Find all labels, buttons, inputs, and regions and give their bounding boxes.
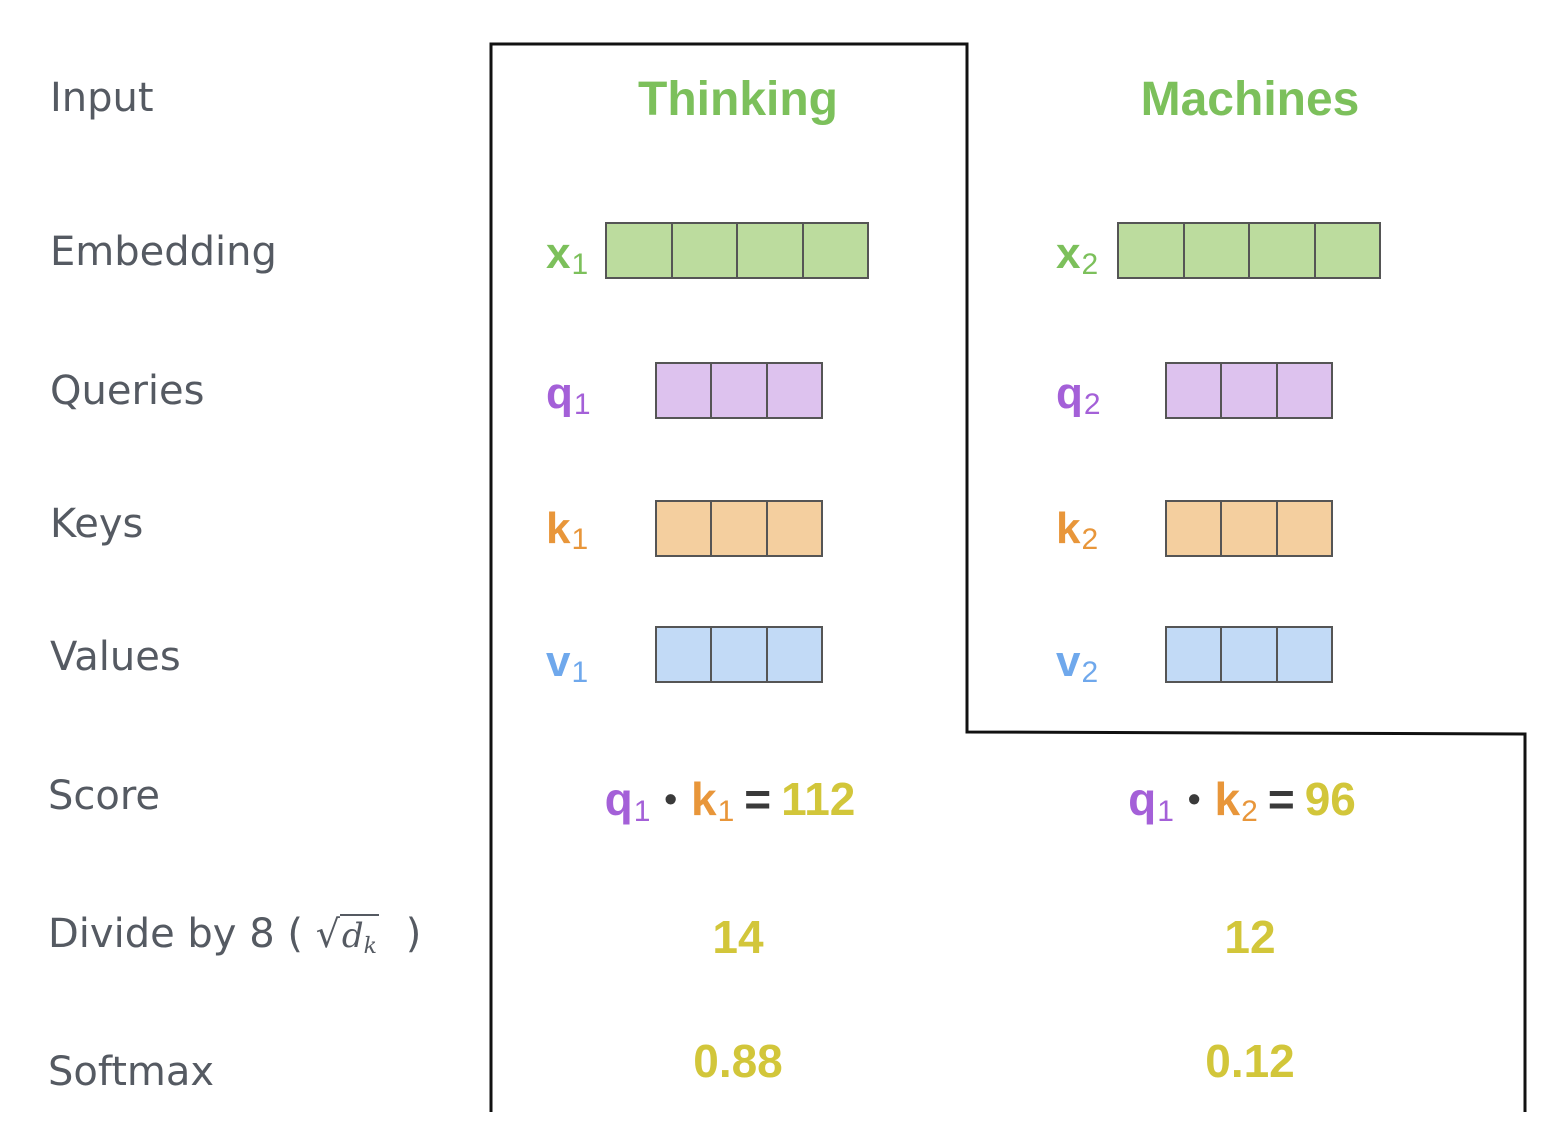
score-equals-1: = [744,773,772,825]
score-k-1: k [691,773,717,825]
query-label-2-subscript: 2 [1083,388,1101,421]
key-vector-1-cell [657,502,713,555]
input-word-2: Machines [1140,73,1360,126]
value-label-2-letter: v [1056,637,1081,686]
divide-prefix-text: Divide by 8 ( [48,911,303,957]
key-label-1-letter: k [546,504,571,553]
value-vector-1-cell [657,628,713,681]
embedding-vector-2-cell [1250,224,1316,277]
query-vector-2-cell [1278,364,1331,417]
sqrt-variable: d [341,916,364,956]
embedding-vector-1 [605,222,869,279]
query-vector-1-cell [657,364,713,417]
key-label-2-subscript: 2 [1081,523,1099,556]
value-label-1-letter: v [546,637,571,686]
query-vector-2-cell [1222,364,1278,417]
score-k-sub-1: 1 [717,795,735,828]
embedding-vector-2-cell [1119,224,1185,277]
score-value-1: 112 [781,773,856,825]
embedding-vector-1-cell [804,224,868,277]
score-dot-1: • [664,778,678,819]
row-label-values: Values [50,634,181,680]
embedding-label-2: x2 [1056,232,1098,280]
sqrt-radical-icon: √ [315,912,340,956]
query-vector-1 [655,362,823,419]
score-k-2: k [1214,773,1241,825]
key-label-2: k2 [1056,507,1098,555]
query-vector-1-cell [712,364,768,417]
query-vector-1-cell [768,364,821,417]
score-q-sub-2: 1 [1157,795,1174,828]
embedding-label-1: x1 [546,232,588,280]
key-label-2-letter: k [1056,504,1081,553]
score-q-sub-1: 1 [633,795,651,828]
embedding-label-2-subscript: 2 [1081,248,1099,281]
value-label-1-subscript: 1 [571,656,589,689]
score-k-sub-2: 2 [1241,795,1258,828]
divided-value-2: 12 [1224,911,1276,963]
embedding-vector-2-cell [1316,224,1380,277]
value-label-2-subscript: 2 [1081,656,1099,689]
key-vector-1 [655,500,823,557]
embedding-label-1-letter: x [546,229,571,278]
divided-value-1: 14 [712,911,764,963]
embedding-label-1-subscript: 1 [571,248,589,281]
key-label-1-subscript: 1 [571,523,589,556]
row-label-divide: Divide by 8 ( √dk ) [48,914,421,958]
embedding-vector-2-cell [1185,224,1250,277]
key-vector-2 [1165,500,1333,557]
key-vector-2-cell [1167,502,1223,555]
score-q-1: q [604,773,633,825]
value-label-1: v1 [546,640,588,688]
query-label-1-subscript: 1 [573,388,591,421]
row-label-queries: Queries [50,368,205,414]
value-vector-2-cell [1222,628,1278,681]
divide-suffix-text: ) [405,911,422,957]
sqrt-dk-formula: √dk [316,914,380,959]
score-formula-2: q1 • k2 =96 [1128,776,1356,827]
value-vector-1 [655,626,823,683]
softmax-value-2: 0.12 [1205,1035,1295,1087]
row-label-embedding: Embedding [50,229,277,275]
value-vector-1-cell [768,628,821,681]
score-dot-2: • [1187,778,1201,819]
value-label-2: v2 [1056,640,1098,688]
embedding-vector-1-cell [607,224,673,277]
row-label-softmax: Softmax [48,1049,215,1095]
key-vector-2-cell [1222,502,1278,555]
query-label-1: q1 [546,372,591,420]
softmax-value-1: 0.88 [693,1035,783,1087]
score-value-2: 96 [1304,773,1356,825]
sqrt-subscript: k [363,934,378,959]
score-formula-1: q1•k1=112 [605,776,856,827]
key-vector-2-cell [1278,502,1331,555]
query-vector-2 [1165,362,1333,419]
embedding-vector-1-cell [673,224,738,277]
score-q-2: q [1128,773,1157,825]
key-label-1: k1 [546,507,588,555]
value-vector-2-cell [1278,628,1331,681]
embedding-vector-1-cell [738,224,804,277]
row-label-keys: Keys [50,501,144,547]
value-vector-1-cell [712,628,768,681]
query-label-2-letter: q [1056,369,1083,418]
input-word-1: Thinking [638,73,838,126]
query-label-2: q2 [1056,372,1101,420]
query-label-1-letter: q [546,369,573,418]
score-equals-2: = [1267,773,1295,825]
row-label-input: Input [50,75,154,121]
row-label-score: Score [48,773,161,819]
embedding-label-2-letter: x [1056,229,1081,278]
key-vector-1-cell [768,502,821,555]
embedding-vector-2 [1117,222,1381,279]
value-vector-2-cell [1167,628,1223,681]
outline-path [489,42,1527,1112]
key-vector-1-cell [712,502,768,555]
value-vector-2 [1165,626,1333,683]
query-vector-2-cell [1167,364,1223,417]
